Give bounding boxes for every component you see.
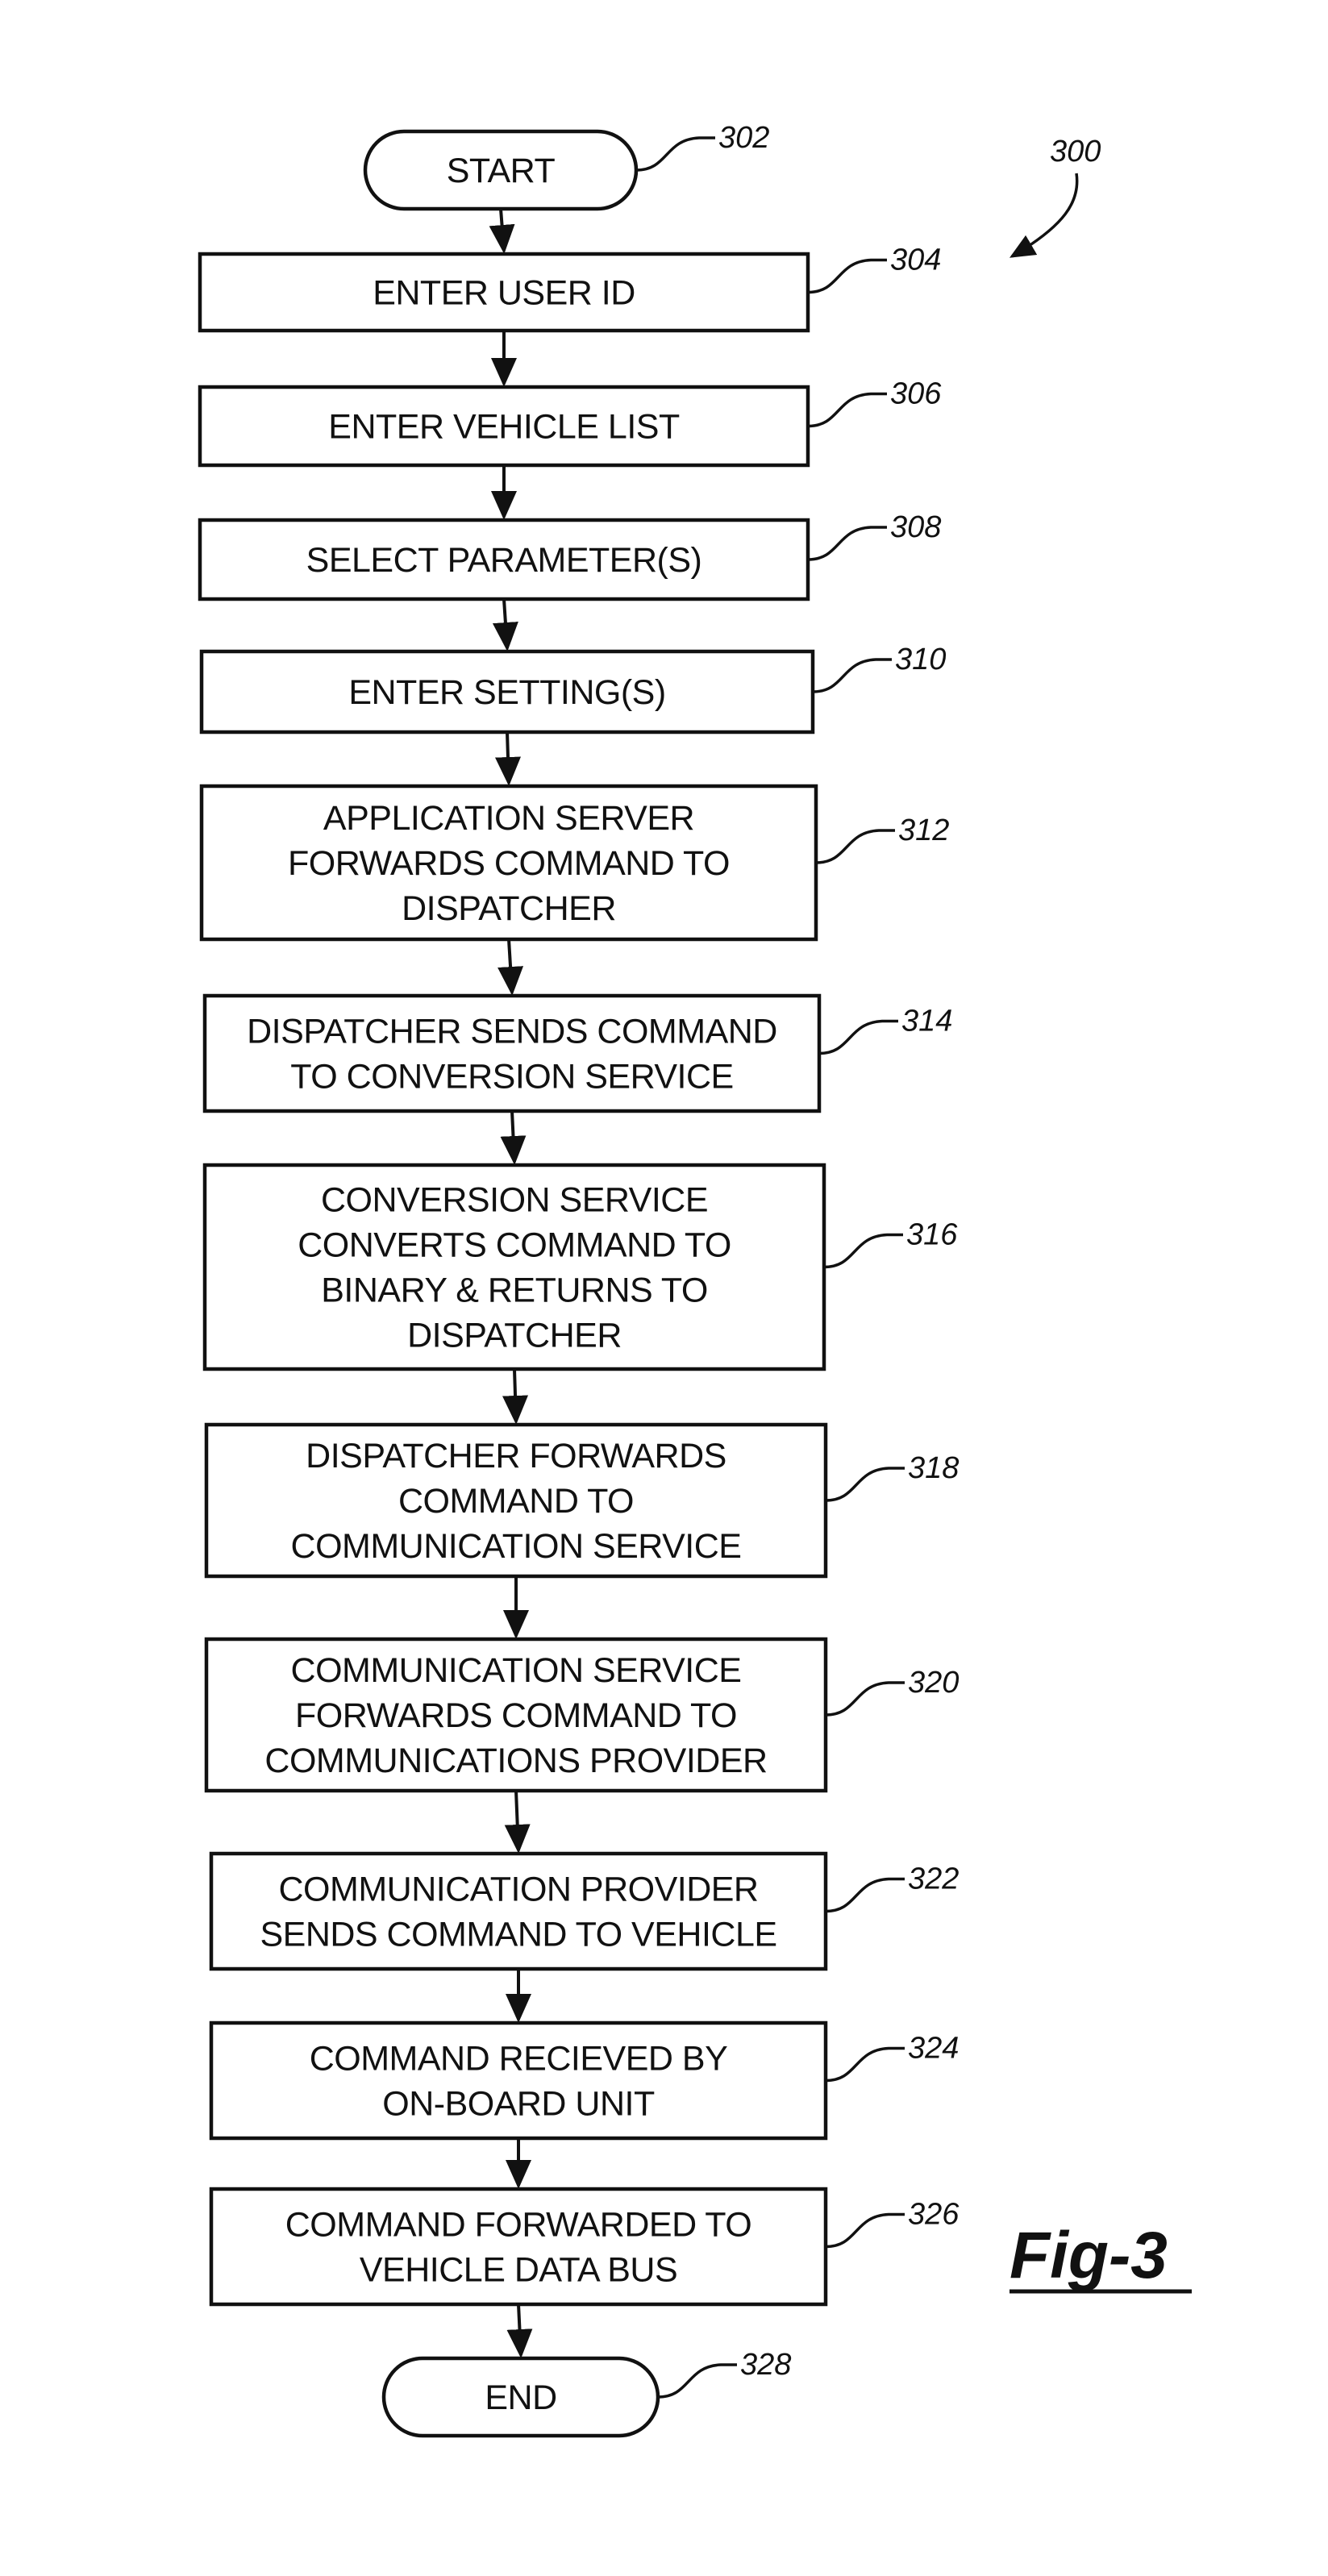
step-text-line: START [447, 152, 556, 190]
step-text-line: DISPATCHER [402, 889, 616, 928]
step-text-line: COMMAND FORWARDED TO [285, 2206, 751, 2245]
step-320: COMMUNICATION SERVICE FORWARDS COMMAND TO… [206, 1639, 959, 1791]
step-304: ENTER USER ID 304 [200, 243, 941, 331]
step-text-line: VEHICLE DATA BUS [360, 2251, 677, 2290]
step-ref-label: 312 [898, 814, 949, 847]
step-text-line: DISPATCHER [407, 1317, 622, 1355]
step-326: COMMAND FORWARDED TO VEHICLE DATA BUS 326 [211, 2189, 960, 2304]
ref-leader [636, 138, 715, 170]
step-text-line: BINARY & RETURNS TO [321, 1271, 708, 1310]
ref-leader [813, 660, 892, 692]
step-302: START 302 [365, 121, 769, 209]
flow-arrow [501, 209, 504, 251]
step-ref-label: 318 [908, 1451, 959, 1485]
step-text-line: ENTER VEHICLE LIST [328, 408, 680, 447]
ref-leader [826, 2049, 905, 2081]
figure-label: Fig-3 [1010, 2219, 1168, 2292]
step-328: END 328 [384, 2348, 791, 2436]
ref-leader [826, 1879, 905, 1912]
step-text-line: DISPATCHER SENDS COMMAND [247, 1013, 777, 1051]
step-text-line: COMMUNICATION SERVICE [291, 1527, 742, 1566]
step-314: DISPATCHER SENDS COMMAND TO CONVERSION SE… [205, 996, 952, 1111]
step-ref-label: 304 [890, 243, 941, 277]
figure-ref-label: 300 [1050, 135, 1101, 169]
step-text-line: FORWARDS COMMAND TO [295, 1696, 737, 1735]
step-ref-label: 306 [890, 377, 942, 411]
step-text-line: SENDS COMMAND TO VEHICLE [260, 1916, 776, 1954]
step-text-line: ON-BOARD UNIT [382, 2085, 655, 2124]
step-ref-label: 324 [908, 2032, 959, 2066]
flow-arrow [516, 1791, 518, 1850]
step-text-line: COMMAND TO [398, 1482, 634, 1521]
step-ref-label: 328 [740, 2348, 791, 2382]
step-ref-label: 314 [901, 1005, 952, 1038]
flow-arrow [507, 732, 509, 783]
steps: START 302ENTER USER ID 304ENTER VEHICLE LI… [200, 121, 960, 2436]
ref-leader [819, 1022, 898, 1054]
flow-arrow [518, 2304, 521, 2355]
step-text-line: APPLICATION SERVER [323, 799, 694, 838]
ref-leader [824, 1235, 903, 1267]
step-312: APPLICATION SERVER FORWARDS COMMAND TO DIS… [202, 786, 949, 939]
step-text-line: COMMUNICATIONS PROVIDER [264, 1742, 767, 1780]
ref-leader [658, 2365, 737, 2397]
step-308: SELECT PARAMETER(S) 308 [200, 510, 941, 599]
step-text-line: COMMUNICATION PROVIDER [279, 1871, 759, 1909]
step-text-line: FORWARDS COMMAND TO [288, 844, 730, 883]
ref-leader [826, 1468, 905, 1500]
flow-arrow [514, 1369, 516, 1421]
step-text-line: END [485, 2378, 556, 2417]
step-324: COMMAND RECIEVED BY ON-BOARD UNIT 324 [211, 2023, 959, 2138]
step-text-line: CONVERSION SERVICE [321, 1181, 708, 1220]
step-text-line: DISPATCHER FORWARDS [306, 1437, 726, 1475]
step-text-line: ENTER USER ID [373, 274, 635, 313]
flow-arrow [509, 939, 512, 993]
step-text-line: CONVERTS COMMAND TO [298, 1226, 731, 1265]
step-316: CONVERSION SERVICE CONVERTS COMMAND TO BIN… [205, 1165, 958, 1369]
step-ref-label: 302 [718, 121, 769, 155]
step-text-line: COMMAND RECIEVED BY [310, 2040, 728, 2079]
step-ref-label: 322 [908, 1862, 959, 1896]
step-ref-label: 320 [908, 1666, 959, 1700]
step-ref-label: 310 [895, 643, 946, 676]
ref-leader [808, 527, 887, 560]
step-ref-label: 326 [908, 2198, 960, 2232]
flow-arrow [512, 1111, 514, 1162]
step-text-line: TO CONVERSION SERVICE [290, 1058, 733, 1097]
flow-arrow [504, 599, 507, 648]
step-ref-label: 316 [906, 1218, 958, 1252]
step-text-line: COMMUNICATION SERVICE [291, 1651, 742, 1690]
step-306: ENTER VEHICLE LIST 306 [200, 377, 942, 466]
step-310: ENTER SETTING(S) 310 [202, 643, 946, 732]
step-ref-label: 308 [890, 510, 941, 544]
ref-leader [816, 830, 895, 863]
ref-leader [826, 1683, 905, 1715]
step-text-line: ENTER SETTING(S) [348, 673, 665, 712]
ref-leader [808, 260, 887, 293]
step-322: COMMUNICATION PROVIDER SENDS COMMAND TO V… [211, 1854, 959, 1969]
step-318: DISPATCHER FORWARDS COMMAND TO COMMUNICATI… [206, 1425, 959, 1576]
step-text-line: SELECT PARAMETER(S) [306, 541, 702, 580]
ref-leader [808, 394, 887, 427]
figure-ref-arrow [1012, 173, 1077, 256]
ref-leader [826, 2215, 905, 2247]
